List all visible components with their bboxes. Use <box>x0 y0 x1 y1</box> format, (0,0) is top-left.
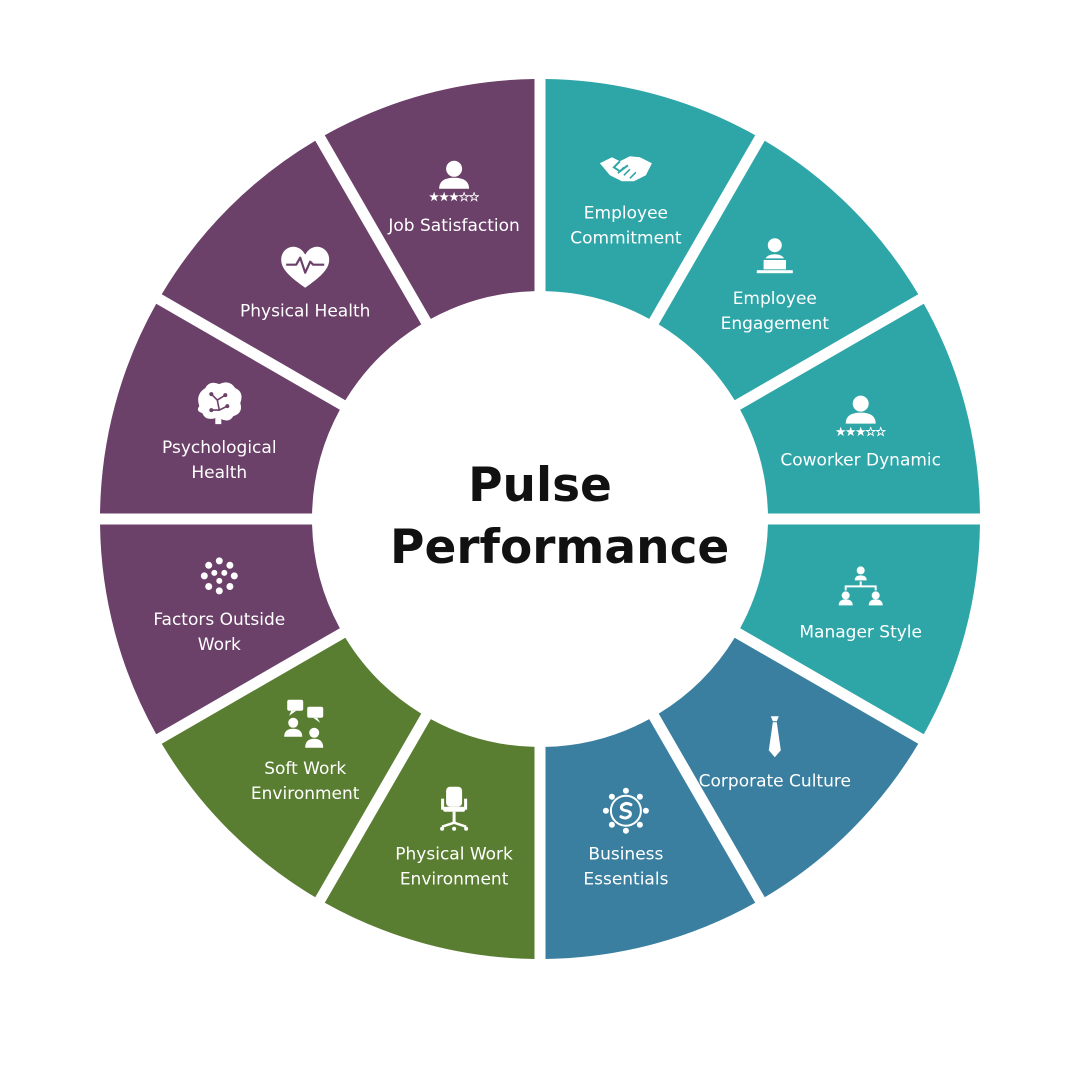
center-title-line-1: Pulse <box>468 458 612 513</box>
segment-label-employee-commitment-2: Commitment <box>570 228 682 248</box>
person-rating-icon <box>429 160 479 202</box>
dots-circle-icon <box>200 557 238 595</box>
person-rating-icon <box>835 395 886 437</box>
brain-icon <box>197 382 242 425</box>
segment-label-soft-work-environment-1: Soft Work <box>264 759 346 779</box>
segment-label-job-satisfaction-1: Job Satisfaction <box>387 216 519 236</box>
segment-business-essentials <box>545 719 756 959</box>
segment-label-business-essentials-1: Business <box>588 845 663 865</box>
segment-label-psychological-health-2: Health <box>191 463 247 483</box>
segment-label-soft-work-environment-2: Environment <box>251 784 360 804</box>
segment-employee-commitment <box>545 79 756 319</box>
segment-manager-style <box>740 524 980 735</box>
people-chat-icon <box>284 699 324 748</box>
segment-factors-outside-work <box>100 524 340 735</box>
network-circle-icon <box>602 787 649 834</box>
segment-label-corporate-culture-1: Corporate Culture <box>699 771 851 791</box>
heart-pulse-icon <box>281 246 330 288</box>
segment-label-manager-style-1: Manager Style <box>799 622 922 642</box>
person-laptop-icon <box>756 238 793 274</box>
center-title-line-2: Performance <box>390 520 730 575</box>
org-chart-icon <box>838 566 883 606</box>
center-title: Pulse Performance <box>390 455 730 579</box>
necktie-icon <box>768 716 781 758</box>
segment-label-psychological-health-1: Psychological <box>162 438 277 458</box>
segment-label-physical-work-environment-2: Environment <box>400 870 509 890</box>
segment-label-physical-work-environment-1: Physical Work <box>395 845 513 865</box>
segment-label-employee-commitment-1: Employee <box>584 203 668 223</box>
segment-label-business-essentials-2: Essentials <box>583 870 668 890</box>
segment-label-factors-outside-work-1: Factors Outside <box>153 610 285 630</box>
segment-label-coworker-dynamic-1: Coworker Dynamic <box>780 451 941 471</box>
segment-job-satisfaction <box>324 79 535 319</box>
segment-label-physical-health-1: Physical Health <box>240 302 370 322</box>
handshake-icon <box>599 156 652 182</box>
segment-corporate-culture <box>658 637 919 898</box>
segment-label-employee-engagement-2: Engagement <box>721 314 830 334</box>
segment-label-employee-engagement-1: Employee <box>733 289 817 309</box>
segment-physical-work-environment <box>324 719 535 959</box>
segment-soft-work-environment <box>161 637 422 898</box>
office-chair-icon <box>440 786 469 831</box>
segment-label-factors-outside-work-2: Work <box>198 635 241 655</box>
